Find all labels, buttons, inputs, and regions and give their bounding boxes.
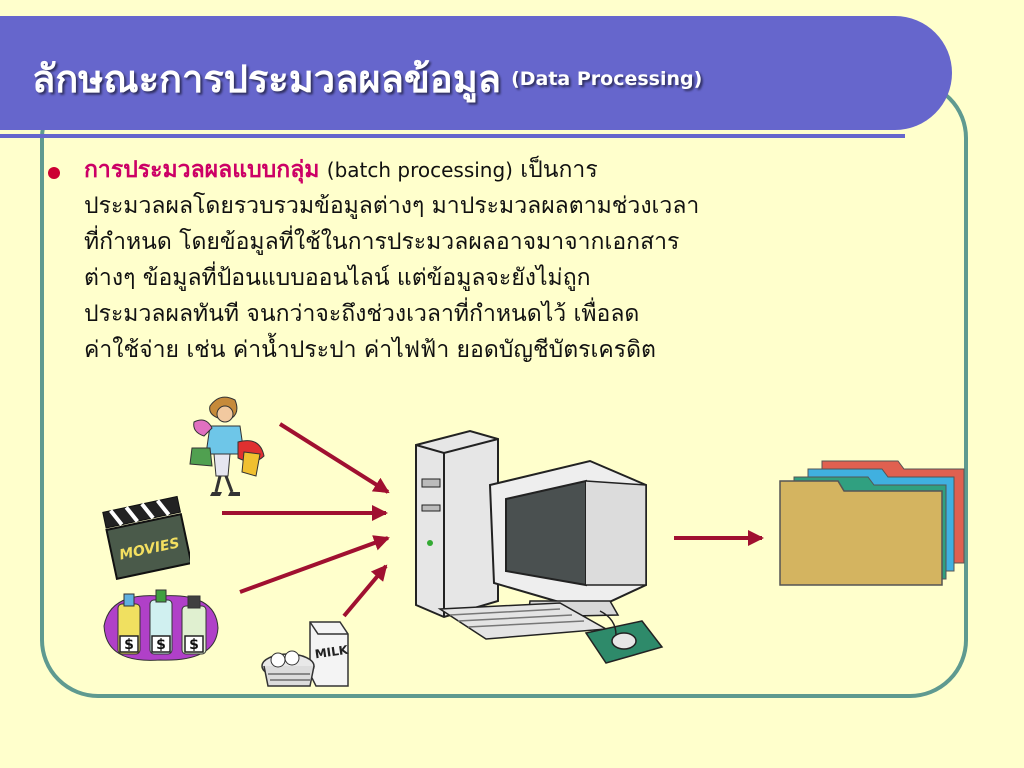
arrow-woman-to-computer xyxy=(278,422,390,494)
bullet-line-1: การประมวลผลแบบกลุ่ม (batch processing) เ… xyxy=(84,152,944,188)
flow-arrows xyxy=(222,422,764,618)
bullet-english-term: (batch processing) xyxy=(326,158,513,182)
bullet-line-6: ค่าใช้จ่าย เช่น ค่าน้ำประปา ค่าไฟฟ้า ยอด… xyxy=(84,337,656,363)
arrow-milk-to-computer xyxy=(342,564,388,618)
bullet-line-4: ต่างๆ ข้อมูลที่ป้อนแบบออนไลน์ แต่ข้อมูลจ… xyxy=(84,265,591,291)
title-main: ลักษณะการประมวลผลข้อมูล xyxy=(32,57,502,101)
groceries-milk-clipart: MILK xyxy=(261,621,350,687)
bullet-line-2: ประมวลผลโดยรวบรวมข้อมูลต่างๆ มาประมวลผลต… xyxy=(84,193,700,219)
bullet-line-1-rest: เป็นการ xyxy=(520,157,598,183)
title-banner xyxy=(0,16,952,130)
bullet-line-5: ประมวลผลทันที จนกว่าจะถึงช่วงเวลาที่กำหน… xyxy=(84,301,640,327)
bullet-highlight: การประมวลผลแบบกลุ่ม xyxy=(84,157,320,183)
dollar-sign-3: $ xyxy=(189,637,199,653)
file-folders-clipart xyxy=(779,460,965,586)
bullet-text: การประมวลผลแบบกลุ่ม (batch processing) เ… xyxy=(84,152,944,368)
desktop-computer-clipart xyxy=(415,429,664,664)
arrow-cleaners-to-computer xyxy=(239,535,390,594)
title-subtitle: (Data Processing) xyxy=(511,67,703,90)
bullet-line-3: ที่กำหนด โดยข้อมูลที่ใช้ในการประมวลผลอาจ… xyxy=(84,229,680,255)
bullet-dot xyxy=(48,167,60,179)
content-frame xyxy=(40,80,968,698)
dollar-sign-2: $ xyxy=(156,637,166,653)
movies-clapperboard-clipart: MOVIES xyxy=(102,495,190,580)
dollar-sign-1: $ xyxy=(124,637,134,653)
shopper-woman-clipart xyxy=(189,396,265,496)
title-underline xyxy=(0,134,905,138)
slide-title: ลักษณะการประมวลผลข้อมูล (Data Processing) xyxy=(32,48,702,109)
cleaning-products-clipart: $ $ $ xyxy=(103,589,219,661)
milk-label: MILK xyxy=(314,643,350,662)
